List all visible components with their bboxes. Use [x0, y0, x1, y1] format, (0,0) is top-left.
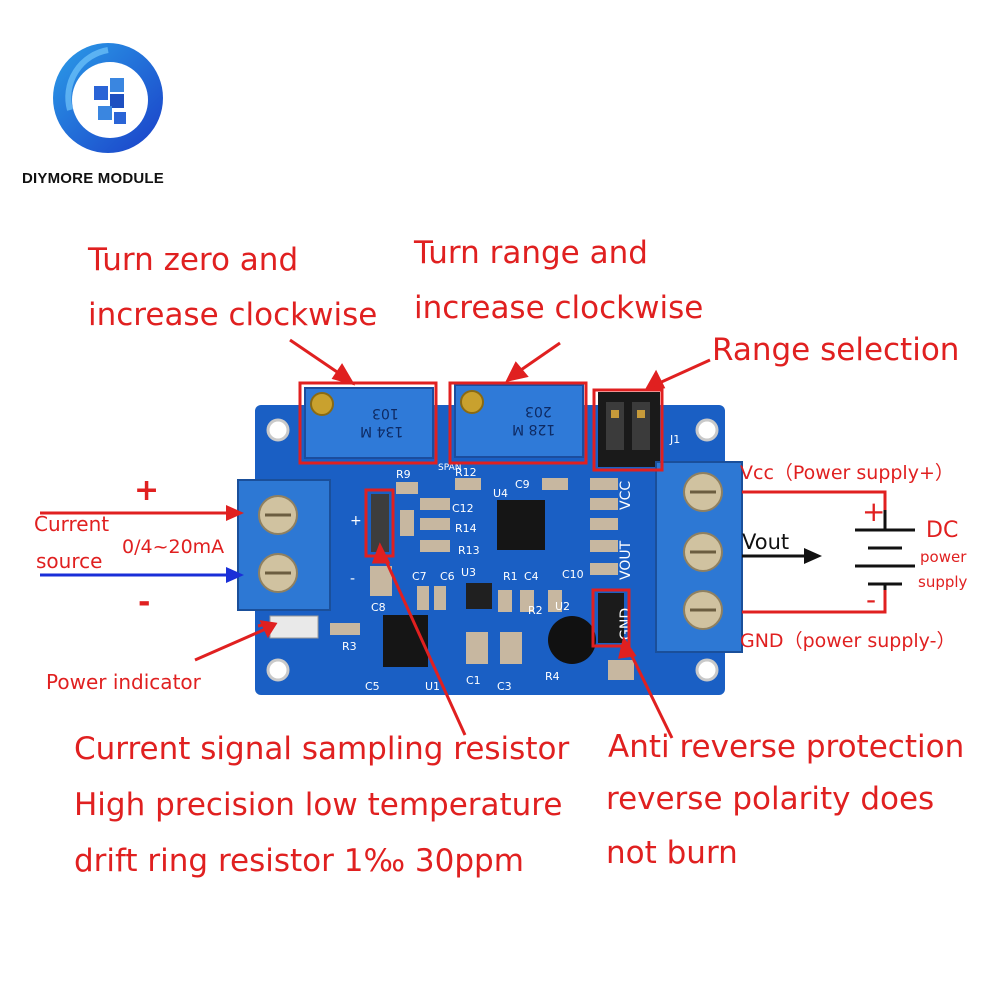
silk-r12: R12	[455, 466, 477, 479]
range-selection-label: Range selection	[712, 332, 960, 368]
jumper-highlight	[592, 388, 664, 472]
silk-r4: R4	[545, 670, 560, 683]
silk-vout: VOUT	[618, 540, 634, 580]
span-pot-highlight	[448, 381, 588, 465]
chip-u3	[466, 583, 492, 609]
span-potentiometer	[454, 384, 584, 458]
dc-sub-line2: supply	[918, 573, 968, 591]
anti-reverse-line1: Anti reverse protection	[608, 729, 965, 765]
dc-minus-sign: -	[866, 583, 877, 616]
output-wiring	[742, 490, 915, 614]
silk-u4: U4	[493, 487, 508, 500]
dc-sub-line1: power	[920, 548, 967, 566]
brand-logo	[48, 30, 168, 165]
silk-c8: C8	[371, 601, 386, 614]
silk-u3: U3	[461, 566, 476, 579]
zero-adjust-line1: Turn zero and	[88, 242, 299, 278]
silk-gnd: GND	[618, 608, 634, 640]
span-adjust-line2: increase clockwise	[414, 290, 704, 326]
pot2-marking-code: 128 M	[512, 421, 556, 437]
gnd-label: GND（power supply-）	[740, 630, 956, 652]
power-indicator-label: Power indicator	[46, 670, 201, 694]
dc-label: DC	[926, 518, 959, 543]
silk-c6: C6	[440, 570, 455, 583]
sampling-resistor	[371, 494, 389, 552]
sampling-resistor-line1: Current signal sampling resistor	[74, 731, 570, 767]
input-minus-sign: -	[138, 585, 151, 620]
pot2-marking-value: 203	[525, 403, 552, 419]
sampling-resistor-line3: drift ring resistor 1‰ 30ppm	[74, 843, 524, 879]
current-range-label: 0/4~20mA	[122, 536, 225, 558]
chip-u4	[497, 500, 545, 550]
silk-c9: C9	[515, 478, 530, 491]
mount-hole	[266, 418, 290, 442]
transistor-u2	[548, 616, 596, 664]
range-jumper	[598, 392, 660, 467]
output-terminal-block	[655, 461, 743, 653]
diymore-logo-icon	[53, 43, 163, 153]
power-led	[269, 615, 319, 639]
span-adjust-line1: Turn range and	[414, 235, 648, 271]
silk-u2: U2	[555, 600, 570, 613]
silk-vcc: VCC	[618, 481, 634, 510]
silk-r1: R1	[503, 570, 518, 583]
current-source-line2: source	[36, 549, 103, 573]
zero-potentiometer	[304, 387, 434, 459]
pot1-marking-value: 103	[372, 405, 399, 421]
silk-j1: J1	[669, 433, 680, 446]
silk-c1: C1	[466, 674, 481, 687]
pot1-marking-code: 134 M	[360, 423, 404, 439]
zero-pot-highlight	[298, 381, 438, 465]
chip-u1	[383, 615, 428, 667]
protection-diode	[598, 593, 624, 643]
silk-c5: C5	[365, 680, 380, 693]
sampling-resistor-line2: High precision low temperature	[74, 787, 563, 823]
smd-components	[330, 478, 634, 680]
silk-c12: C12	[452, 502, 474, 515]
vout-label: Vout	[742, 530, 790, 554]
anti-reverse-line3: not burn	[606, 835, 738, 871]
silk-r3: R3	[342, 640, 357, 653]
silk-r2: R2	[528, 604, 543, 617]
silk-minus: -	[350, 571, 355, 587]
dc-plus-sign: +	[862, 495, 886, 528]
silk-c3: C3	[497, 680, 512, 693]
silk-plus: +	[350, 513, 362, 529]
input-terminal-block	[237, 479, 331, 611]
silk-r14: R14	[455, 522, 477, 535]
zero-adjust-line2: increase clockwise	[88, 297, 378, 333]
diode-highlight	[591, 588, 631, 648]
mount-hole	[695, 658, 719, 682]
mount-hole	[266, 658, 290, 682]
silk-r13: R13	[458, 544, 480, 557]
current-source-line1: Current	[34, 512, 110, 536]
silk-c4: C4	[524, 570, 539, 583]
silk-c7: C7	[412, 570, 427, 583]
mount-hole	[695, 418, 719, 442]
input-plus-sign: +	[134, 473, 160, 508]
vcc-label: Vcc（Power supply+）	[740, 462, 954, 484]
silk-span: SPAN	[438, 463, 461, 473]
silk-u1: U1	[425, 680, 440, 693]
brand-name: DIYMORE MODULE	[22, 170, 164, 187]
silk-r9: R9	[396, 468, 411, 481]
silk-c10: C10	[562, 568, 584, 581]
anti-reverse-line2: reverse polarity does	[606, 781, 935, 817]
